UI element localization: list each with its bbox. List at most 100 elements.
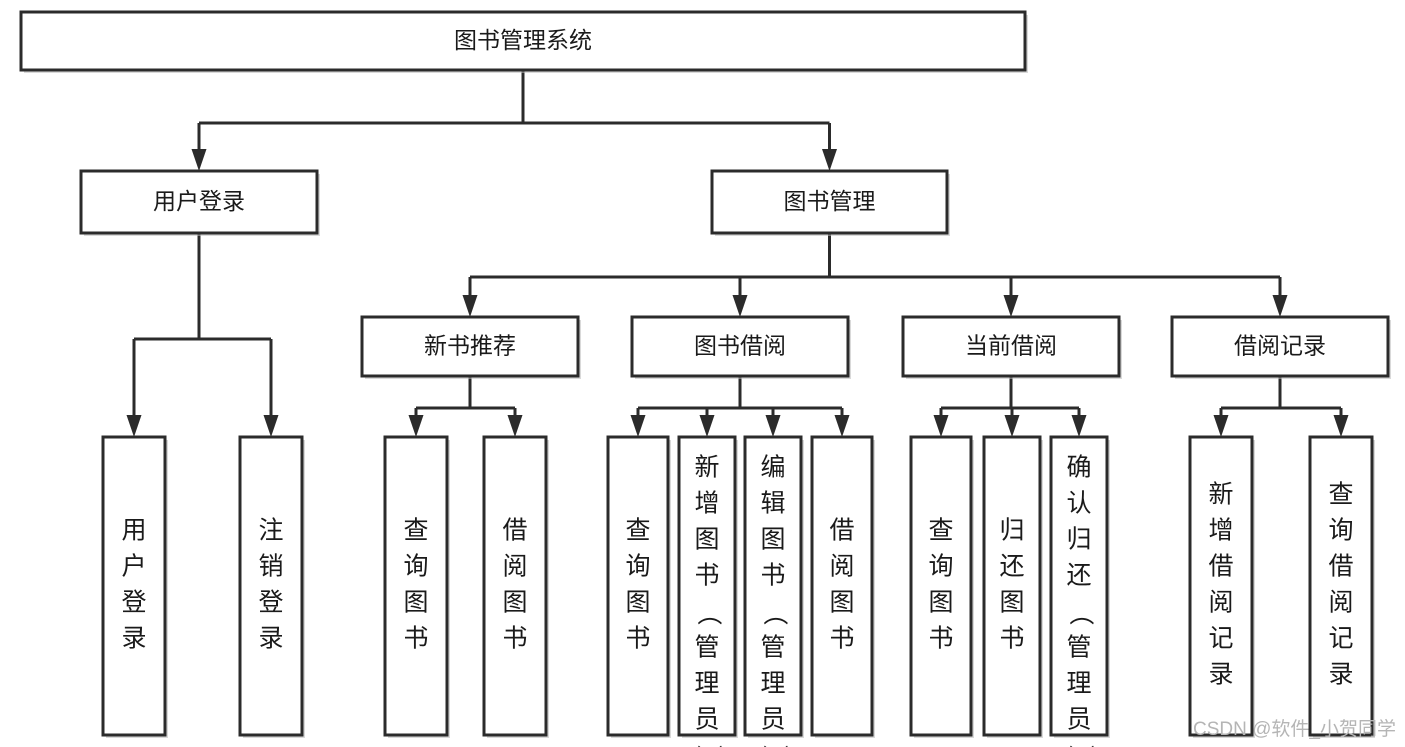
- node-label-char: 归: [999, 517, 1024, 545]
- edge-group-borrow: [630, 376, 850, 437]
- node-box[interactable]: [1049, 435, 1109, 737]
- node-label-char: （: [694, 600, 722, 625]
- node-label-char: 查: [1328, 481, 1353, 509]
- node-label-char: ）: [760, 744, 788, 747]
- node-box[interactable]: [630, 315, 850, 378]
- node-label-char: 理: [1066, 670, 1091, 698]
- edge-group-newbook: [408, 376, 523, 437]
- node-label-char: （: [1066, 600, 1094, 625]
- node-label-char: 书: [694, 562, 719, 590]
- arrow-head-icon: [1071, 415, 1087, 437]
- arrow-head-icon: [1004, 415, 1020, 437]
- node-label-char: 阅: [502, 553, 527, 581]
- node-box[interactable]: [101, 435, 167, 737]
- node-box[interactable]: [710, 169, 949, 235]
- node-label: 当前借阅: [965, 333, 1057, 359]
- csdn-watermark: CSDN @软件_小贺同学: [1193, 718, 1396, 740]
- edge-group-bookmgmt: [462, 233, 1288, 317]
- arrow-head-icon: [462, 295, 478, 317]
- node-label-char: 管: [1066, 634, 1091, 662]
- node-label-char: 记: [1208, 625, 1233, 653]
- node-label-char: 登: [258, 589, 283, 617]
- node-label-char: 借: [1208, 553, 1233, 581]
- node-newbook[interactable]: 新书推荐: [360, 315, 581, 379]
- arrow-head-icon: [933, 415, 949, 437]
- node-box[interactable]: [909, 435, 973, 737]
- node-label-char: 借: [502, 517, 527, 545]
- node-box[interactable]: [79, 169, 319, 235]
- node-box[interactable]: [360, 315, 580, 378]
- node-label-char: 录: [1208, 661, 1233, 689]
- node-label-char: 查: [403, 517, 428, 545]
- node-root[interactable]: 图书管理系统: [19, 10, 1028, 73]
- edge-layer: [126, 70, 1349, 437]
- node-label-char: 询: [1328, 517, 1353, 545]
- node-label-char: 借: [829, 517, 854, 545]
- node-l1[interactable]: 用户登录: [101, 435, 168, 738]
- node-login[interactable]: 用户登录: [79, 169, 320, 236]
- node-current[interactable]: 当前借阅: [901, 315, 1122, 379]
- node-borrow[interactable]: 图书借阅: [630, 315, 851, 379]
- node-label-char: 询: [403, 553, 428, 581]
- node-box[interactable]: [19, 10, 1027, 72]
- node-label-char: 记: [1328, 625, 1353, 653]
- node-label-char: 图: [999, 589, 1024, 617]
- node-box[interactable]: [1188, 435, 1254, 737]
- node-label-char: 员: [760, 706, 785, 734]
- node-label: 图书借阅: [694, 333, 786, 359]
- node-label-char: 编: [760, 454, 785, 482]
- node-label-char: 阅: [1328, 589, 1353, 617]
- node-label-char: 还: [999, 553, 1024, 581]
- edge-group-root: [191, 70, 837, 171]
- arrow-head-icon: [191, 149, 207, 171]
- node-bookmgmt[interactable]: 图书管理: [710, 169, 950, 236]
- node-label-char: 新: [1208, 481, 1233, 509]
- node-label: 图书管理: [784, 188, 876, 214]
- node-box[interactable]: [901, 315, 1121, 378]
- node-label-char: 增: [1208, 517, 1233, 545]
- node-label-char: （: [760, 600, 788, 625]
- node-box[interactable]: [1170, 315, 1390, 378]
- node-label-char: 录: [1328, 661, 1353, 689]
- edge-group-records: [1213, 376, 1349, 437]
- node-box[interactable]: [743, 435, 803, 737]
- node-label-char: 图: [928, 589, 953, 617]
- node-label-char: 图: [829, 589, 854, 617]
- node-label-char: 图: [694, 526, 719, 554]
- node-label-char: 阅: [829, 553, 854, 581]
- arrow-head-icon: [834, 415, 850, 437]
- node-label-char: 图: [760, 526, 785, 554]
- node-label-char: 书: [829, 625, 854, 653]
- node-box[interactable]: [677, 435, 737, 737]
- arrow-head-icon: [263, 415, 279, 437]
- arrow-head-icon: [699, 415, 715, 437]
- node-box[interactable]: [482, 435, 548, 737]
- node-label-char: 确: [1066, 454, 1091, 482]
- node-box[interactable]: [606, 435, 670, 737]
- node-box[interactable]: [383, 435, 449, 737]
- node-label-char: 借: [1328, 553, 1353, 581]
- node-label-char: 书: [625, 625, 650, 653]
- arrow-head-icon: [765, 415, 781, 437]
- node-records[interactable]: 借阅记录: [1170, 315, 1391, 379]
- node-box[interactable]: [1308, 435, 1374, 737]
- node-label-char: 归: [1066, 526, 1091, 554]
- node-label-char: 还: [1066, 562, 1091, 590]
- node-box[interactable]: [810, 435, 874, 737]
- node-box[interactable]: [238, 435, 304, 737]
- node-box[interactable]: [982, 435, 1042, 737]
